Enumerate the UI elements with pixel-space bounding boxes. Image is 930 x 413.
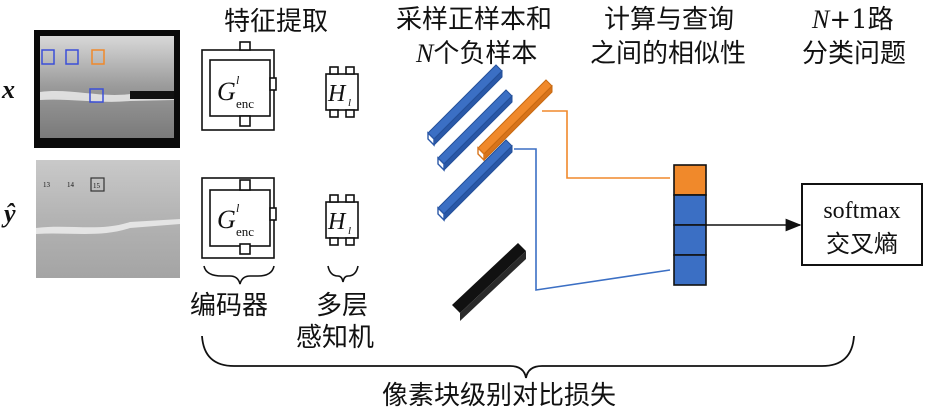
patch-label-15: 15 <box>93 182 101 190</box>
input-image-x <box>34 30 180 148</box>
cross-entropy-label: 交叉熵 <box>826 230 898 258</box>
input-image-y: 13 14 15 <box>36 160 180 278</box>
softmax-label: softmax <box>823 198 900 224</box>
query-patch <box>90 177 105 192</box>
heading-similarity-line1: 计算与查询 <box>604 5 734 35</box>
heading-similarity-line2: 之间的相似性 <box>590 39 746 69</box>
negative-patch-2 <box>65 49 79 65</box>
query-bar <box>452 243 526 321</box>
negative-similarity-cell-1 <box>673 194 707 226</box>
mlp-caption-line2: 感知机 <box>296 323 374 353</box>
patch-label-14: 14 <box>67 181 75 189</box>
negative-patch-3 <box>89 88 104 103</box>
softmax-box <box>801 183 923 266</box>
encoder-bottom-sub: enc <box>236 224 254 239</box>
loss-label: 像素块级别对比损失 <box>382 381 616 411</box>
encoder-bottom-symbol: G <box>217 205 236 234</box>
encoder-top-sub: enc <box>236 96 254 111</box>
mlp-top-symbol: H <box>327 81 347 107</box>
negative-similarity-cell-3 <box>673 254 707 286</box>
heading-sampling-line2: N个负样本 <box>415 39 537 69</box>
mlp-caption-line1: 多层 <box>316 291 368 321</box>
x-label: x <box>1 75 15 104</box>
mlp-brace <box>327 265 359 283</box>
mlp-top <box>325 66 359 118</box>
encoder-top <box>201 41 277 131</box>
negative-sample-bar-3 <box>437 139 513 222</box>
heading-classification-line2: 分类问题 <box>802 39 906 69</box>
similarity-vector <box>673 164 707 286</box>
positive-sample-bar <box>477 79 553 162</box>
positive-connector <box>542 110 670 179</box>
mlp-bottom <box>325 194 359 246</box>
positive-similarity-cell <box>673 164 707 196</box>
mlp-bottom-sub: l <box>348 225 351 237</box>
loss-brace <box>201 335 855 379</box>
negative-patch-1 <box>41 49 55 65</box>
encoder-bottom <box>201 177 277 259</box>
patch-label-13: 13 <box>43 181 51 189</box>
y-hat-label: ŷ <box>1 199 16 228</box>
encoder-top-symbol: G <box>217 77 236 106</box>
encoder-brace <box>203 265 275 285</box>
negative-similarity-cell-2 <box>673 224 707 256</box>
negative-connector <box>514 148 671 291</box>
positive-patch <box>91 49 105 65</box>
encoder-top-sup: l <box>236 73 240 87</box>
heading-classification-line1: N+1路 <box>811 5 894 35</box>
encoder-caption: 编码器 <box>190 291 268 321</box>
negative-sample-bar-2 <box>437 89 513 172</box>
encoder-bottom-sup: l <box>236 201 240 215</box>
mlp-bottom-symbol: H <box>327 209 347 235</box>
mlp-top-sub: l <box>348 97 351 109</box>
heading-sampling-line1: 采样正样本和 <box>396 5 552 35</box>
negative-sample-bar-1 <box>427 64 503 147</box>
heading-feature-extraction: 特征提取 <box>224 7 328 37</box>
